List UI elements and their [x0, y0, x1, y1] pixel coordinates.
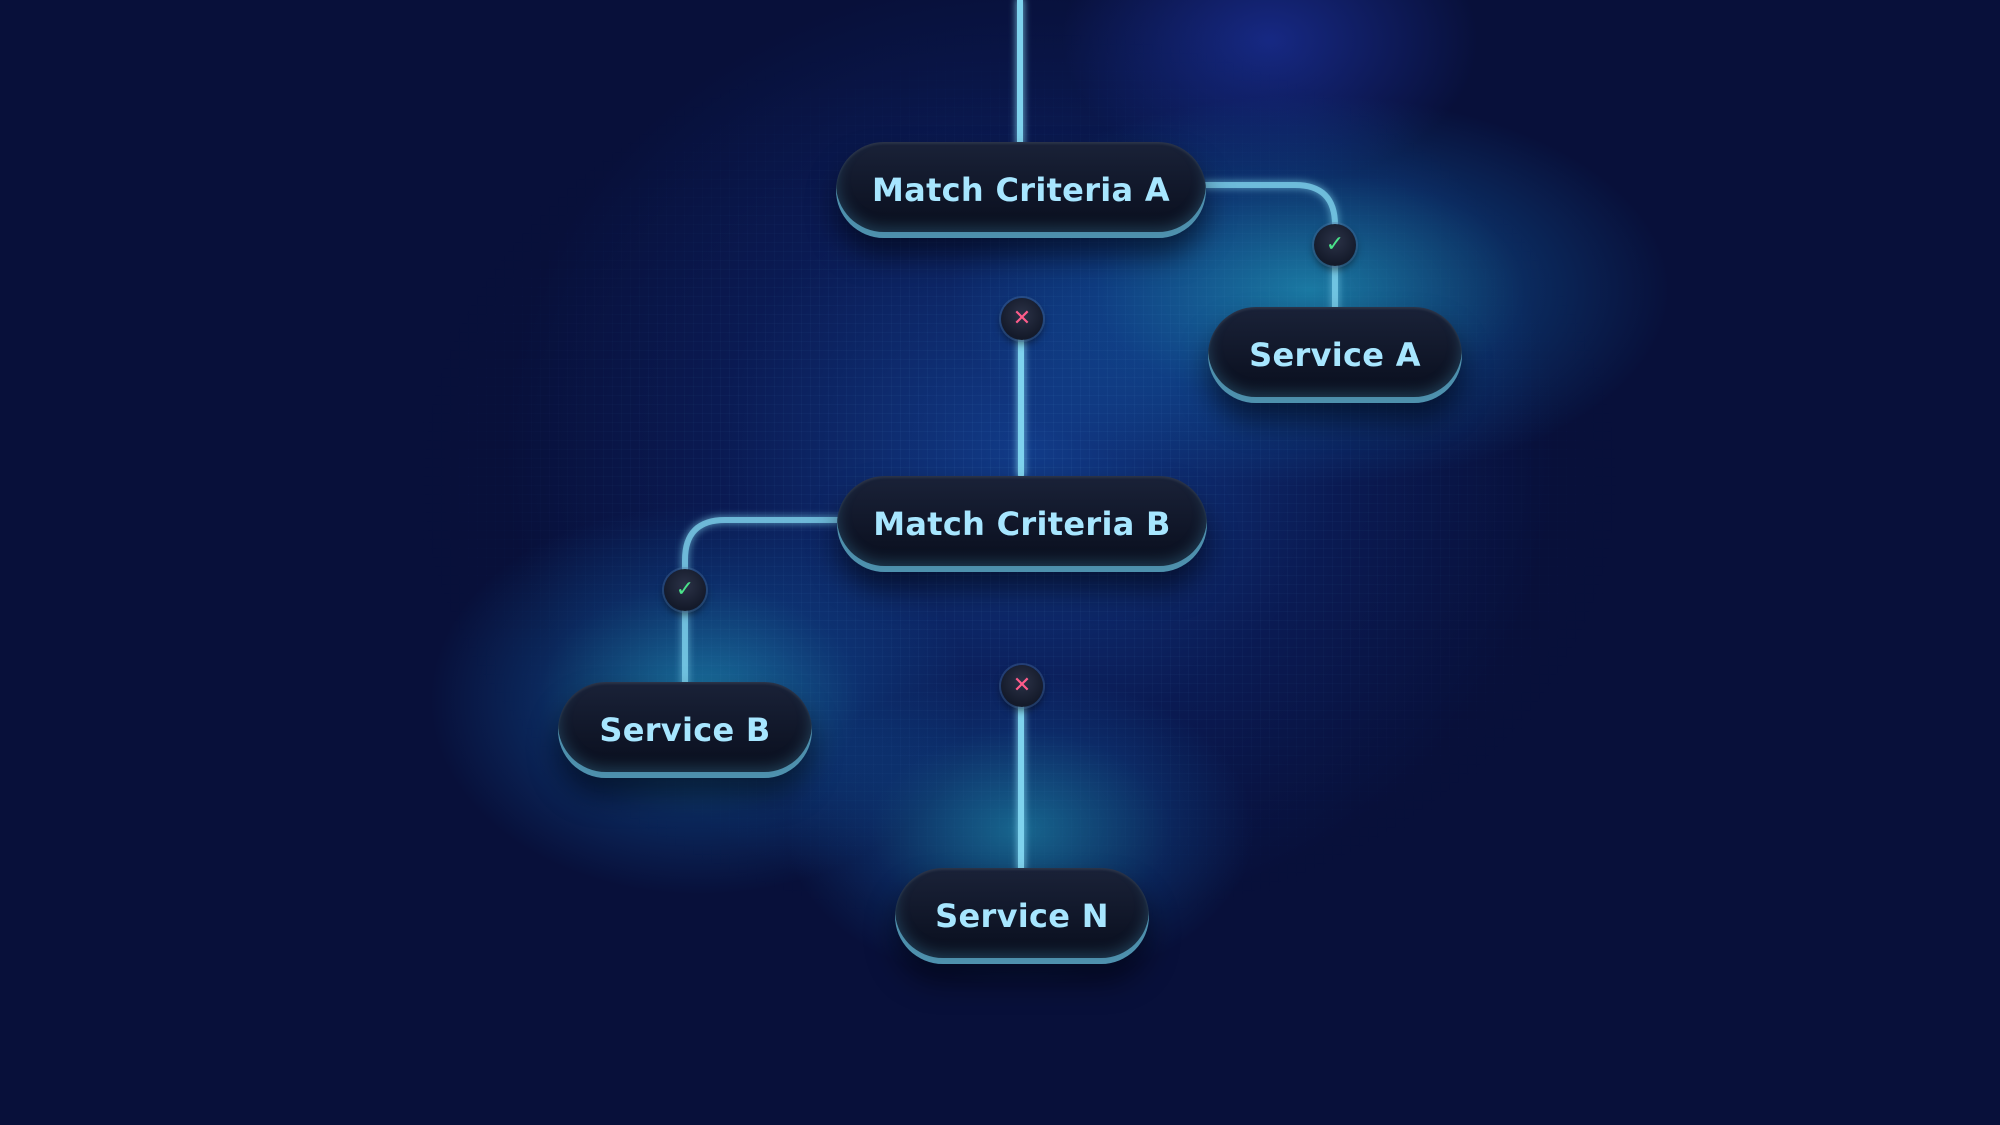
- match-criteria-b-node[interactable]: Match Criteria B: [837, 476, 1207, 572]
- match-criteria-a-node[interactable]: Match Criteria A: [836, 142, 1206, 238]
- check-icon: ✓: [1314, 224, 1356, 266]
- cross-icon: ✕: [1001, 298, 1043, 340]
- node-label: Service B: [599, 711, 771, 749]
- cross-icon: ✕: [1001, 665, 1043, 707]
- criteria-b-to-service-b-connector: [682, 517, 843, 688]
- node-label: Service A: [1249, 336, 1421, 374]
- node-label: Service N: [935, 897, 1109, 935]
- service-b-node[interactable]: Service B: [558, 682, 812, 778]
- service-a-node[interactable]: Service A: [1208, 307, 1462, 403]
- service-n-node[interactable]: Service N: [895, 868, 1149, 964]
- check-icon: ✓: [664, 569, 706, 611]
- criteria-a-to-service-a-connector: [1202, 182, 1338, 313]
- node-label: Match Criteria B: [873, 505, 1171, 543]
- node-label: Match Criteria A: [872, 171, 1170, 209]
